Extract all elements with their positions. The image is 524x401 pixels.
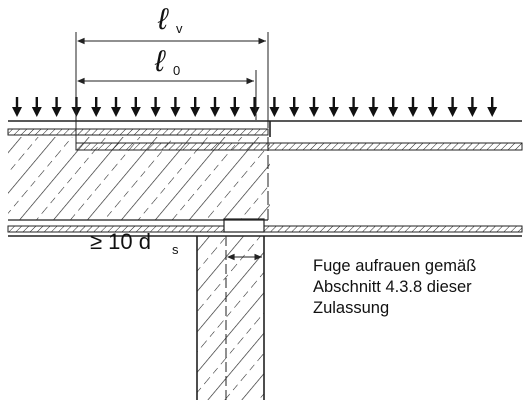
note-line-2: Abschnitt 4.3.8 dieser <box>313 278 472 296</box>
lv-symbol: ℓ <box>157 3 169 36</box>
support-column <box>196 236 265 400</box>
load-arrow-icon <box>12 97 22 117</box>
load-arrow-icon <box>91 97 102 117</box>
load-arrow-icon <box>368 97 379 117</box>
load-arrow-icon <box>408 97 418 117</box>
load-arrow-icon <box>348 97 359 117</box>
load-arrow-icon <box>289 97 300 117</box>
load-arrow-icon <box>249 97 260 117</box>
ds-subscript: s <box>172 242 179 257</box>
load-arrow-icon <box>388 97 399 117</box>
load-arrow-icon <box>51 97 62 117</box>
load-arrow-icon <box>309 97 319 117</box>
load-arrow-icon <box>111 97 121 117</box>
l0-symbol: ℓ <box>154 45 166 78</box>
load-arrow-icon <box>487 97 498 117</box>
dimension-l0: ℓ 0 <box>76 45 257 120</box>
load-arrow-icon <box>210 97 220 117</box>
l0-subscript: 0 <box>173 63 180 78</box>
joint-lines <box>8 121 271 221</box>
joint-note: Fuge aufrauen gemäß Abschnitt 4.3.8 dies… <box>313 257 476 317</box>
middle-rebar <box>75 142 523 151</box>
hatched-concrete-region <box>8 137 270 220</box>
load-arrow-icon <box>328 97 339 117</box>
note-line-3: Zulassung <box>313 299 389 317</box>
load-arrow-icon <box>190 97 201 117</box>
top-rebar-left <box>7 128 269 136</box>
load-arrow-icon <box>269 97 280 117</box>
dimension-lv: ℓ v <box>75 3 269 146</box>
load-arrow-icon <box>427 97 438 117</box>
load-arrow-icon <box>31 97 42 117</box>
note-line-1: Fuge aufrauen gemäß <box>313 257 476 275</box>
dimension-10ds: ≥ 10 d s <box>90 229 262 261</box>
ds-label: ≥ 10 d <box>90 229 151 254</box>
load-arrow-icon <box>467 97 478 117</box>
load-arrows <box>12 97 498 117</box>
load-arrow-icon <box>130 97 141 117</box>
load-arrow-icon <box>447 97 458 117</box>
load-arrow-icon <box>229 97 240 117</box>
slab <box>8 120 522 237</box>
load-arrow-icon <box>150 97 161 117</box>
lv-subscript: v <box>176 21 183 36</box>
bottom-rebar <box>7 218 523 233</box>
load-arrow-icon <box>170 97 181 117</box>
